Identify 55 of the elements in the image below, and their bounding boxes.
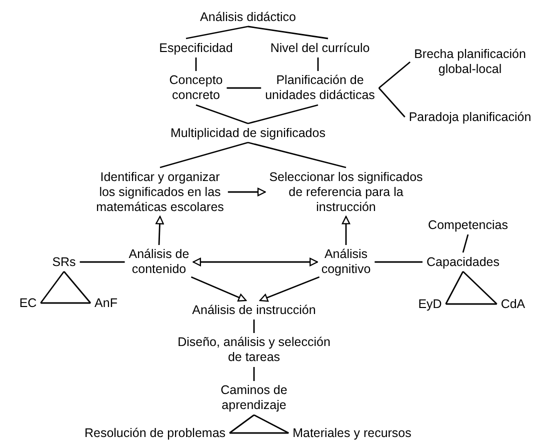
arrow	[342, 216, 350, 245]
concept-label: CdA	[498, 296, 528, 312]
concept-label: Identificar y organizar los significados en las matemáticas escolares	[91, 170, 229, 214]
concept-label: Seleccionar los significados de referencia para la instrucción	[266, 170, 426, 214]
connector-line	[248, 104, 318, 124]
concept-label: AnF	[91, 296, 121, 310]
concept-label: Multiplicidad de significados	[158, 126, 338, 140]
concept-label: Paradoja planificación	[402, 110, 538, 124]
concept-label: Especificidad	[151, 40, 241, 56]
connector-line	[248, 26, 328, 40]
connector-line	[462, 234, 469, 253]
connector-line	[40, 271, 65, 304]
concept-label: EC	[17, 296, 39, 310]
concept-label: Análisis de instrucción	[179, 302, 329, 318]
arrow	[228, 188, 266, 196]
connector-line	[226, 87, 262, 89]
concept-label: Diseño, análisis y selección de tareas	[170, 335, 338, 365]
connector-line	[40, 302, 91, 304]
concept-label: Resolución de problemas	[79, 426, 231, 440]
connector-line	[230, 432, 289, 434]
concept-label: Análisis de contenido	[123, 247, 195, 277]
concept-label: Capacidades	[424, 254, 502, 270]
concept-label: Concepto concreto	[165, 73, 227, 103]
arrow	[156, 216, 164, 246]
connector-line	[248, 142, 346, 168]
concept-label: Nivel del currículo	[264, 40, 376, 56]
connector-line	[195, 58, 197, 71]
connector-line	[462, 271, 498, 304]
connector-line	[378, 88, 406, 118]
arrow	[259, 276, 320, 302]
connector-line	[160, 142, 248, 168]
connector-line	[254, 414, 289, 434]
connector-line	[80, 261, 125, 263]
connector-line	[253, 320, 255, 333]
connector-line	[446, 303, 497, 305]
arrow	[192, 258, 318, 266]
concept-label: Materiales y recursos	[285, 426, 419, 440]
concept-label: EyD	[416, 296, 444, 312]
concept-label: Análisis didáctico	[188, 10, 308, 24]
concept-label: Caminos de aprendizaje	[212, 383, 296, 413]
connector-line	[63, 271, 92, 304]
connector-line	[186, 26, 248, 40]
concept-label: SRs	[49, 254, 79, 270]
concept-label: Brecha planificación global-local	[405, 47, 535, 77]
connector-line	[445, 271, 464, 304]
concept-label: Competencias	[427, 218, 509, 232]
connector-line	[374, 261, 423, 263]
connector-line	[317, 58, 319, 71]
connector-line	[229, 414, 254, 434]
concept-label: Análisis cognitivo	[315, 247, 377, 277]
connector-line	[196, 104, 248, 124]
arrow	[190, 276, 247, 302]
connector-line	[253, 367, 255, 381]
connector-line	[378, 61, 411, 89]
concept-label: Planificación de unidades didácticas	[260, 73, 380, 103]
